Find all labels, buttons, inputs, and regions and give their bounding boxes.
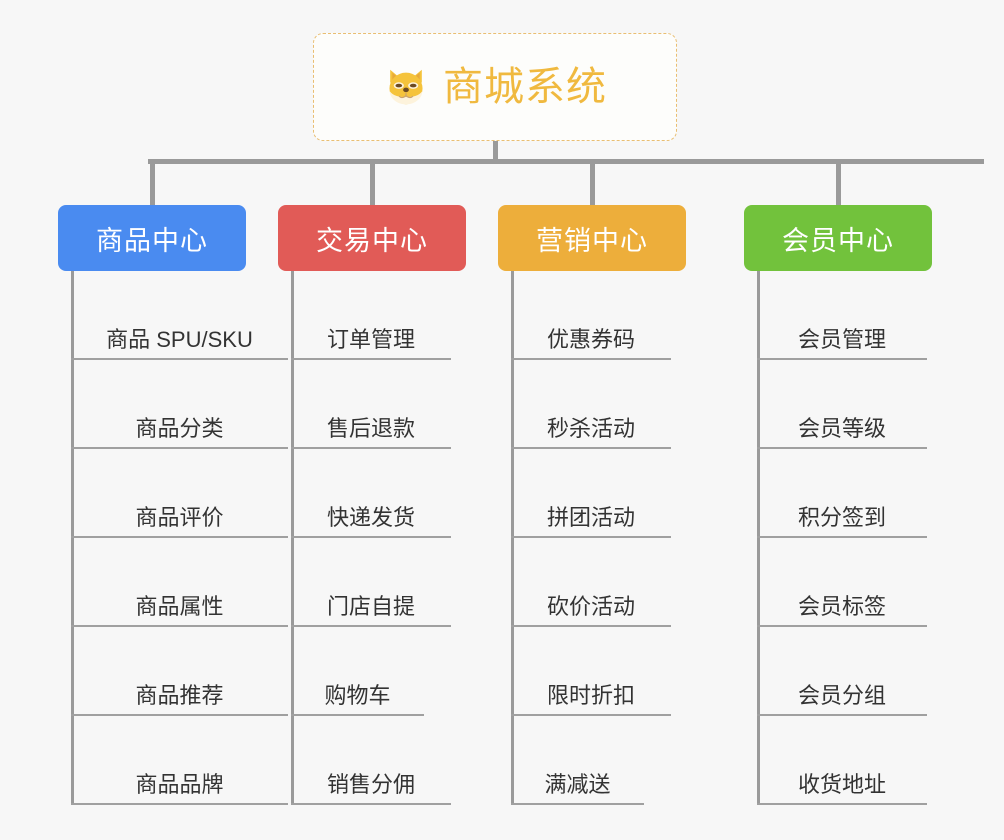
leaf-label: 会员分组 <box>797 682 886 708</box>
leaf-item[interactable]: 拼团活动 <box>511 449 671 538</box>
leaf-label: 快递发货 <box>326 504 415 530</box>
leaf-item[interactable]: 销售分佣 <box>291 716 451 805</box>
root-title: 商城系统 <box>443 65 607 109</box>
leaf-label: 满减送 <box>544 771 611 797</box>
leaf-item[interactable]: 商品 SPU/SKU <box>71 271 288 360</box>
leaf-item[interactable]: 售后退款 <box>291 360 451 449</box>
leaf-item[interactable]: 收货地址 <box>757 716 927 805</box>
leaf-item[interactable]: 优惠券码 <box>511 271 671 360</box>
leaf-item[interactable]: 门店自提 <box>291 538 451 627</box>
leaf-label: 拼团活动 <box>546 504 635 530</box>
leaf-label: 商品评价 <box>135 504 224 530</box>
leaf-label: 商品属性 <box>135 593 224 619</box>
category-label-3: 会员中心 <box>782 225 894 256</box>
leaf-label: 积分签到 <box>797 504 886 530</box>
leaf-item[interactable]: 砍价活动 <box>511 538 671 627</box>
leaf-item[interactable]: 购物车 <box>291 627 424 716</box>
leaf-item[interactable]: 商品评价 <box>71 449 288 538</box>
leaf-item[interactable]: 会员分组 <box>757 627 927 716</box>
category-header-1[interactable]: 交易中心 <box>278 205 466 271</box>
leaf-label: 销售分佣 <box>326 771 415 797</box>
leaf-label: 会员等级 <box>797 415 886 441</box>
leaf-label: 限时折扣 <box>546 682 635 708</box>
connector-drop-1 <box>370 161 375 206</box>
leaf-label: 售后退款 <box>326 415 415 441</box>
category-label-1: 交易中心 <box>316 225 428 256</box>
category-label-0: 商品中心 <box>96 225 208 256</box>
leaf-label: 商品 SPU/SKU <box>106 326 253 352</box>
leaf-item[interactable]: 会员管理 <box>757 271 927 360</box>
connector-drop-2 <box>590 161 595 206</box>
shiba-dog-icon <box>389 69 423 106</box>
connector-horizontal-bus <box>148 159 984 164</box>
leaf-item[interactable]: 会员标签 <box>757 538 927 627</box>
leaf-item[interactable]: 商品推荐 <box>71 627 288 716</box>
leaf-label: 门店自提 <box>326 593 415 619</box>
leaf-group-0: 商品 SPU/SKU 商品分类 商品评价 商品属性 商品推荐 商品品牌 <box>71 271 288 805</box>
leaf-label: 砍价活动 <box>546 593 635 619</box>
connector-root-stem <box>493 141 498 161</box>
connector-spine-2 <box>511 271 514 805</box>
connector-drop-3 <box>836 161 841 206</box>
leaf-group-3: 会员管理 会员等级 积分签到 会员标签 会员分组 收货地址 <box>757 271 974 805</box>
root-node[interactable]: 商城系统 <box>313 33 677 141</box>
leaf-item[interactable]: 订单管理 <box>291 271 451 360</box>
leaf-label: 商品品牌 <box>135 771 224 797</box>
connector-spine-1 <box>291 271 294 805</box>
leaf-item[interactable]: 商品分类 <box>71 360 288 449</box>
leaf-item[interactable]: 商品属性 <box>71 538 288 627</box>
leaf-group-2: 优惠券码 秒杀活动 拼团活动 砍价活动 限时折扣 满减送 <box>511 271 728 805</box>
connector-spine-0 <box>71 271 74 805</box>
leaf-label: 收货地址 <box>797 771 886 797</box>
leaf-item[interactable]: 满减送 <box>511 716 644 805</box>
leaf-label: 订单管理 <box>326 326 415 352</box>
leaf-item[interactable]: 积分签到 <box>757 449 927 538</box>
category-label-2: 营销中心 <box>536 225 648 256</box>
connector-drop-0 <box>150 161 155 206</box>
leaf-item[interactable]: 会员等级 <box>757 360 927 449</box>
leaf-label: 会员标签 <box>797 593 886 619</box>
category-header-0[interactable]: 商品中心 <box>58 205 246 271</box>
leaf-label: 购物车 <box>324 682 391 708</box>
leaf-label: 优惠券码 <box>546 326 635 352</box>
leaf-label: 秒杀活动 <box>546 415 635 441</box>
leaf-item[interactable]: 限时折扣 <box>511 627 671 716</box>
leaf-item[interactable]: 商品品牌 <box>71 716 288 805</box>
category-header-2[interactable]: 营销中心 <box>498 205 686 271</box>
category-header-3[interactable]: 会员中心 <box>744 205 932 271</box>
leaf-label: 商品分类 <box>135 415 224 441</box>
leaf-label: 会员管理 <box>797 326 886 352</box>
connector-spine-3 <box>757 271 760 805</box>
leaf-item[interactable]: 快递发货 <box>291 449 451 538</box>
leaf-label: 商品推荐 <box>135 682 224 708</box>
leaf-item[interactable]: 秒杀活动 <box>511 360 671 449</box>
leaf-group-1: 订单管理 售后退款 快递发货 门店自提 购物车 销售分佣 <box>291 271 508 805</box>
